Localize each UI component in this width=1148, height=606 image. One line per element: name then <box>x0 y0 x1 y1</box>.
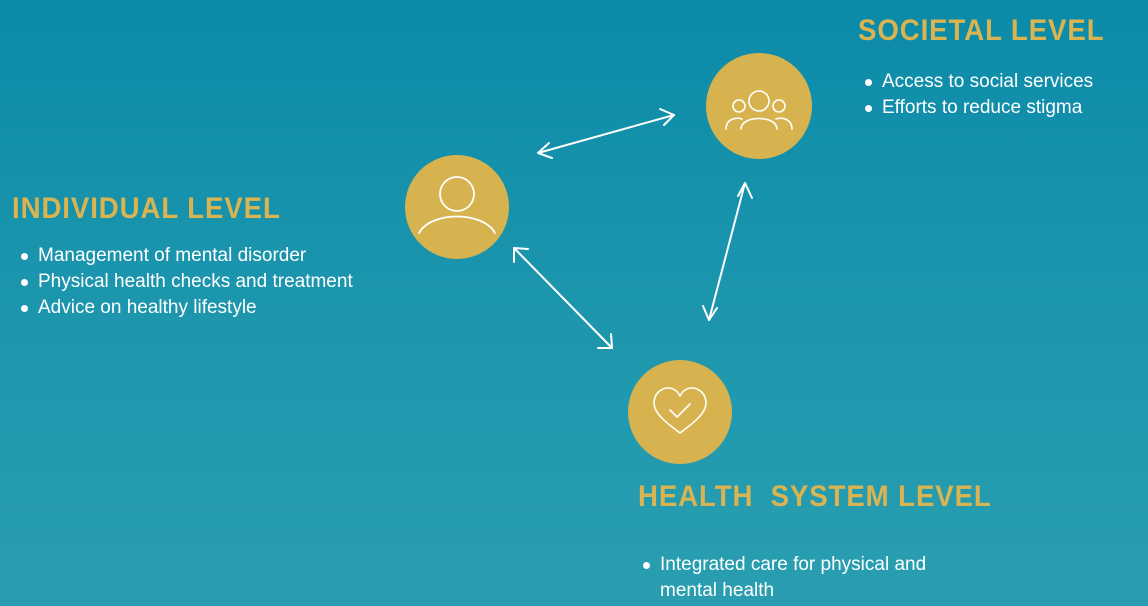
list-item: Efforts to reduce stigma <box>862 95 1093 121</box>
individual-level-circle <box>405 155 509 259</box>
list-item: Advice on healthy lifestyle <box>18 295 353 321</box>
list-item: Integrated care for physical and mental … <box>640 552 960 604</box>
individual-health-arrow <box>513 247 613 349</box>
individual-level-list: Management of mental disorder Physical h… <box>18 243 353 321</box>
health-system-level-heading: HEALTH SYSTEM LEVEL <box>638 480 992 513</box>
health-system-level-list: Integrated care for physical and mental … <box>640 552 960 604</box>
heart-check-icon <box>653 387 707 434</box>
societal-level-heading: SOCIETAL LEVEL <box>858 14 1105 47</box>
societal-level-circle <box>706 53 812 159</box>
list-item: Physical health checks and treatment <box>18 269 353 295</box>
individual-level-heading: INDIVIDUAL LEVEL <box>12 192 281 225</box>
group-icon <box>725 90 793 130</box>
list-item: Management of mental disorder <box>18 243 353 269</box>
list-item: Access to social services <box>862 69 1093 95</box>
person-icon <box>418 176 496 234</box>
societal-health-arrow <box>702 182 753 321</box>
societal-level-list: Access to social services Efforts to red… <box>862 69 1093 121</box>
individual-societal-arrow <box>537 108 675 159</box>
health-system-level-circle <box>628 360 732 464</box>
